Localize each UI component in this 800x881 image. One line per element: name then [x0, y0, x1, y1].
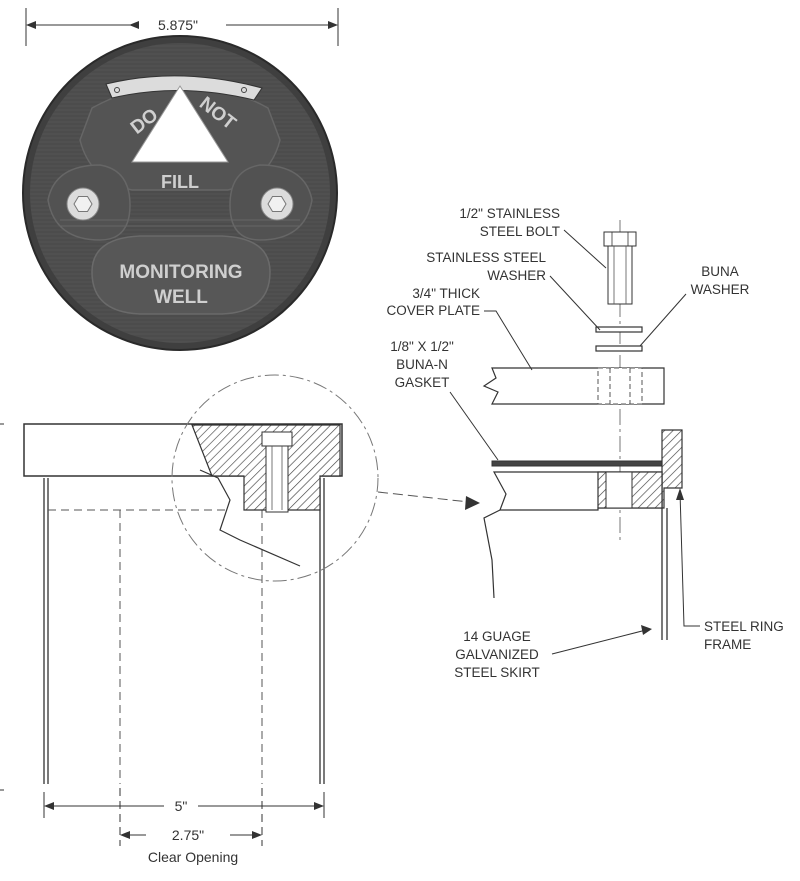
callout-ss-washer-line2: WASHER [487, 268, 546, 283]
hex-bolt-left-icon [66, 187, 100, 221]
steel-ring-frame-section [492, 429, 683, 511]
skirt-diameter-label: 5" [175, 798, 188, 814]
clear-opening-label: 2.75" [172, 827, 204, 843]
callout-skirt-line2: GALVANIZED [455, 647, 539, 662]
callout-skirt-line1: 14 GUAGE [463, 629, 531, 644]
callout-bolt-line1: 1/2" STAINLESS [459, 206, 560, 221]
cover-plate-section [482, 367, 665, 405]
callout-buna-washer: BUNA WASHER [639, 264, 750, 347]
callout-gasket-line1: 1/8" X 1/2" [390, 339, 454, 354]
stainless-steel-washer-icon [595, 326, 643, 333]
side-view [0, 374, 379, 791]
callout-ring-frame: STEEL RING FRAME [676, 488, 784, 652]
exploded-detail [482, 220, 683, 640]
callout-cover-plate: 3/4" THICK COVER PLATE [386, 286, 533, 371]
stainless-steel-bolt-icon [603, 231, 637, 305]
lid-text-well: WELL [154, 287, 208, 308]
lid-top-view: DO NOT FILL MONITORING WELL [22, 35, 338, 351]
callout-ring-frame-line2: FRAME [704, 637, 751, 652]
callout-cover-plate-line2: COVER PLATE [386, 303, 480, 318]
callout-ss-washer-line1: STAINLESS STEEL [426, 250, 546, 265]
clear-opening-caption: Clear Opening [148, 849, 238, 865]
skirt-diameter-dimension: 5" [43, 792, 325, 818]
lid-text-fill: FILL [161, 172, 199, 192]
callout-skirt: 14 GUAGE GALVANIZED STEEL SKIRT [454, 625, 652, 680]
callout-gasket: 1/8" X 1/2" BUNA-N GASKET [390, 339, 499, 461]
callout-ring-frame-line1: STEEL RING [704, 619, 784, 634]
lid-text-monitoring: MONITORING [119, 262, 242, 283]
detail-arrowhead-icon [465, 496, 480, 510]
do-not-fill-triangle-icon [131, 85, 229, 163]
callout-buna-washer-line2: WASHER [691, 282, 750, 297]
detail-leader-line [377, 491, 479, 504]
buna-n-gasket-icon [491, 460, 663, 467]
callout-gasket-line3: GASKET [395, 375, 450, 390]
buna-washer-icon [595, 345, 643, 352]
callout-skirt-line3: STEEL SKIRT [454, 665, 540, 680]
hex-bolt-right-icon [260, 187, 294, 221]
clear-opening-dimension: 2.75" Clear Opening [119, 788, 263, 865]
lid-diameter-dimension: 5.875" [25, 8, 339, 46]
callout-ss-washer: STAINLESS STEEL WASHER [426, 250, 601, 331]
callout-gasket-line2: BUNA-N [396, 357, 448, 372]
callout-bolt: 1/2" STAINLESS STEEL BOLT [459, 206, 607, 269]
lid-diameter-label: 5.875" [158, 17, 198, 33]
callout-buna-washer-line1: BUNA [701, 264, 739, 279]
callout-cover-plate-line1: 3/4" THICK [412, 286, 480, 301]
callout-bolt-line2: STEEL BOLT [480, 224, 560, 239]
